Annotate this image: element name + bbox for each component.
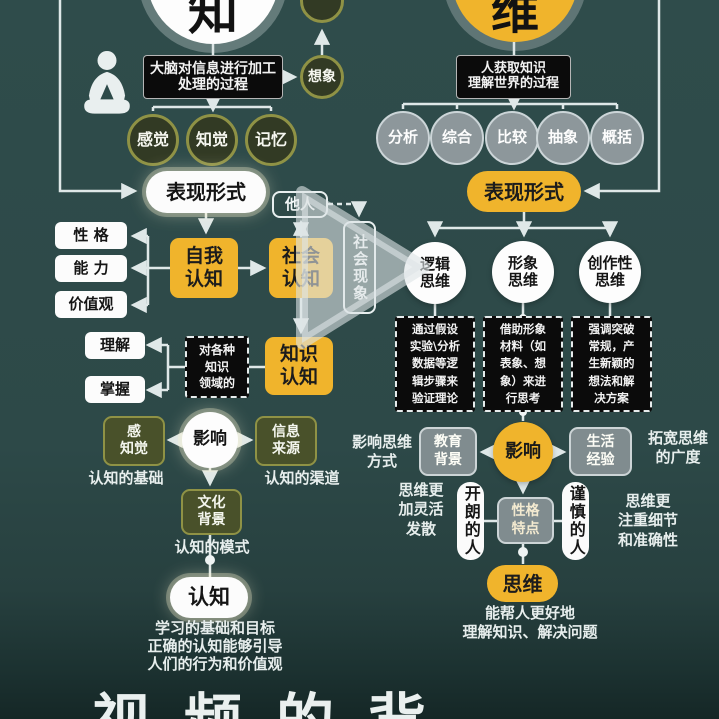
trait-box-values: 价值观	[55, 291, 127, 318]
outgoing-caption: 思维更 加灵活 发散	[398, 480, 444, 538]
imagery-desc-box: 借助形象 材料（如 表象、想 象）来进 行思考	[483, 316, 563, 412]
outcome-box-master: 掌握	[85, 376, 145, 403]
thinking-summary-pill: 思维	[487, 565, 558, 602]
experience-box: 生活 经验	[569, 427, 632, 476]
cognition-definition-box: 大脑对信息进行加工 处理的过程	[143, 55, 283, 99]
creative-desc-box: 强调突破 常规，产 生新颖的 想法和解 决方案	[571, 316, 652, 412]
cautious-caption: 思维更 注重细节 和准确性	[617, 491, 678, 549]
thinking-expression-pill: 表现形式	[467, 171, 581, 212]
method-circle-synthesis: 综合	[430, 111, 484, 165]
imagination-circle: 想象	[300, 55, 344, 99]
method-circle-generalization: 概括	[590, 111, 644, 165]
trait-box-personality: 性 格	[55, 222, 127, 249]
cautious-person-box: 谨慎的人	[562, 482, 589, 560]
outcome-box-understand: 理解	[85, 332, 145, 359]
method-circle-abstraction: 抽象	[536, 111, 590, 165]
type-circle-creative: 创作性 思维	[579, 241, 641, 303]
culture-caption: 认知的模式	[174, 538, 250, 557]
experience-caption: 拓宽思维 的广度	[647, 429, 708, 466]
culture-box: 文化 背景	[181, 489, 242, 535]
play-triangle-icon[interactable]	[296, 186, 430, 349]
knowledge-scope-box: 对各种 知识 领域的	[185, 336, 249, 398]
cognition-summary-text: 学习的基础和目标 正确的认知能够引导 人们的行为和价值观	[147, 619, 283, 673]
education-box: 教育 背景	[419, 427, 477, 476]
logical-desc-box: 通过假设 实验\分析 数据等逻 辑步骤来 验证理论	[395, 316, 475, 412]
thinking-summary-text: 能帮人更好地 理解知识、解决问题	[462, 604, 598, 641]
sense-caption: 认知的基础	[88, 469, 164, 488]
cognition-influence-circle: 影响	[182, 412, 238, 468]
cognition-expression-pill: 表现形式	[146, 171, 266, 213]
thinking-influence-circle: 影响	[493, 422, 553, 482]
process-circle-memory: 记忆	[245, 114, 297, 166]
method-circle-analysis: 分析	[376, 111, 430, 165]
bottom-caption-text: 视频的背	[92, 686, 572, 719]
type-circle-imagery: 形象 思维	[492, 241, 554, 303]
trait-box-ability: 能 力	[55, 255, 127, 282]
knowledge-cognition-box: 知识 认知	[265, 337, 333, 395]
self-cognition-box: 自我 认知	[170, 238, 238, 298]
info-source-box: 信息 来源	[255, 416, 317, 466]
sense-box: 感 知觉	[103, 416, 165, 466]
outgoing-person-box: 开朗的人	[457, 482, 484, 560]
personality-traits-box: 性格 特点	[497, 497, 554, 544]
cognition-summary-pill: 认知	[170, 577, 248, 618]
info-source-caption: 认知的渠道	[264, 469, 340, 488]
process-circle-sensation: 感觉	[127, 114, 179, 166]
education-caption: 影响思维 方式	[351, 433, 412, 470]
cognition-root-char: 知	[188, 0, 238, 41]
thinking-root-char: 维	[490, 0, 539, 40]
thinking-definition-box: 人获取知识 理解世界的过程	[456, 55, 571, 99]
process-circle-perception: 知觉	[186, 114, 238, 166]
